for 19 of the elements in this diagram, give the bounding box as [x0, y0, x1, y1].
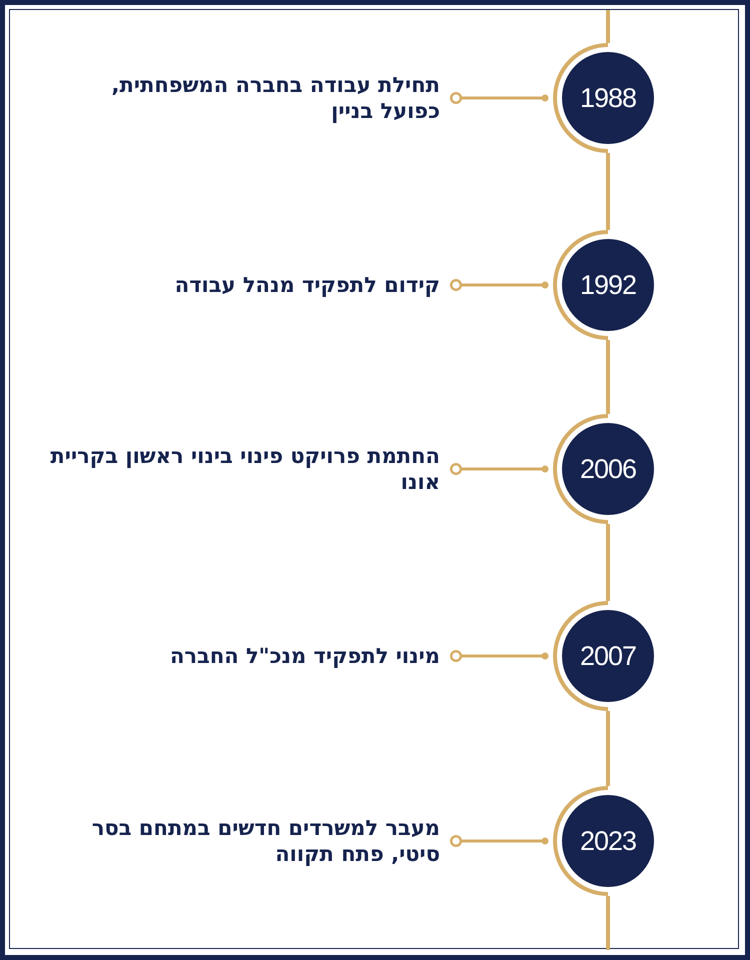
- timeline-line: [606, 153, 610, 230]
- year-text: 2023: [578, 825, 638, 858]
- connector-line: [450, 834, 548, 848]
- connector-line: [450, 462, 548, 476]
- event-text: החתמת פרויקט פינוי בינוי ראשון בקריית אונו: [50, 443, 450, 495]
- connector-line: [450, 650, 548, 662]
- timeline-line: [606, 711, 610, 786]
- event-text: מעבר למשרדים חדשים במתחם בסר סיטי, פתח תקווה: [50, 815, 450, 867]
- connector-line: [450, 92, 548, 104]
- year-text: 2006: [578, 453, 638, 486]
- event-text: מינוי לתפקיד מנכ"ל החברה: [50, 643, 450, 669]
- timeline-line: [606, 524, 610, 601]
- connector-line: [450, 278, 548, 292]
- year-text: 1992: [578, 269, 638, 302]
- year-text: 1988: [578, 82, 638, 115]
- year-text: 2007: [578, 640, 638, 673]
- event-text: תחילת עבודה בחברה המשפחתית, כפועל בניין: [50, 72, 450, 124]
- event-text: קידום לתפקיד מנהל עבודה: [50, 272, 450, 298]
- timeline-line: [606, 340, 610, 414]
